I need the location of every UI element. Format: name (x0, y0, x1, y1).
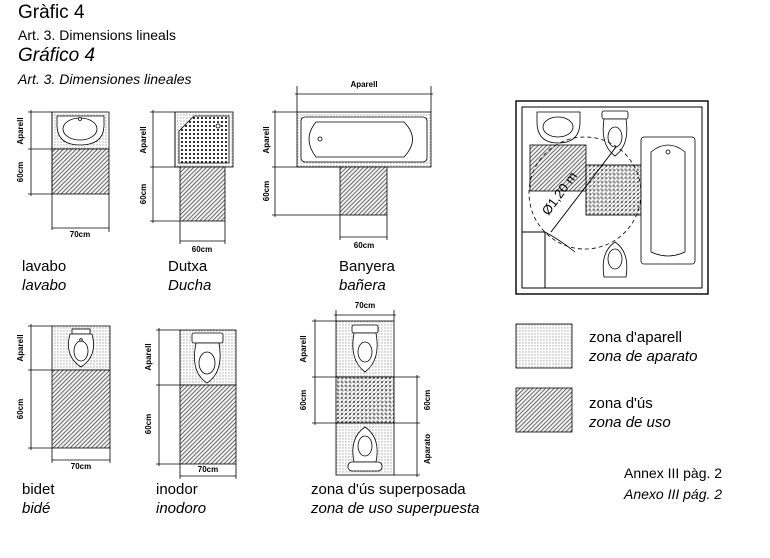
dim-lavabo-70: 70cm (70, 230, 90, 239)
dim-sup-aparato: Aparato (423, 434, 432, 464)
subtitle-es: Art. 3. Dimensiones lineales (18, 71, 192, 87)
inodor-diagram (156, 328, 237, 479)
dim-dutxa-aparell: Aparell (139, 126, 148, 153)
label-lavabo-es: lavabo (22, 277, 67, 294)
dim-dutxa-60: 60cm (139, 184, 148, 204)
title-ca: Gràfic 4 (18, 2, 85, 23)
bidet-diagram (28, 324, 111, 463)
dim-lavabo-60: 60cm (16, 162, 25, 182)
label-dutxa-es: Ducha (168, 277, 212, 294)
label-bidet-es: bidé (22, 500, 51, 517)
legend-us-es: zona de uso (589, 414, 671, 431)
dim-banyera-aparell-top: Aparell (350, 80, 377, 89)
dim-sup-60: 60cm (299, 390, 308, 410)
label-banyera-ca: Banyera (339, 258, 395, 275)
dim-banyera-60: 60cm (262, 181, 271, 201)
label-inodor-es: inodoro (156, 500, 207, 517)
dutxa-diagram (150, 110, 234, 244)
legend-aparell-ca: zona d'aparell (589, 329, 682, 346)
dim-bidet-70: 70cm (71, 462, 91, 471)
dim-banyera-aparell: Aparell (262, 126, 271, 153)
dim-sup-70: 70cm (355, 301, 375, 310)
subtitle-ca: Art. 3. Dimensions lineals (18, 27, 176, 43)
annex-ca: Annex III pàg. 2 (624, 465, 723, 481)
label-lavabo-ca: lavabo (22, 258, 67, 275)
lavabo-diagram (28, 110, 110, 232)
legend-us-ca: zona d'ús (589, 395, 653, 412)
annex-es: Anexo III pág. 2 (624, 486, 723, 502)
label-banyera-es: bañera (339, 277, 386, 294)
bathroom-plan (515, 100, 709, 295)
superposada-diagram (312, 310, 420, 477)
dim-sup-aparell: Aparell (299, 335, 308, 362)
label-dutxa-ca: Dutxa (168, 258, 208, 275)
legend-aparell-es: zona de aparato (589, 348, 698, 365)
label-bidet-ca: bidet (22, 481, 55, 498)
dim-bidet-aparell: Aparell (16, 334, 25, 361)
label-inodor-ca: inodor (156, 481, 198, 498)
dim-lavabo-aparell: Aparell (16, 117, 25, 144)
dim-bidet-60: 60cm (16, 399, 25, 419)
dim-inodor-70: 70cm (198, 465, 218, 474)
legend-aparell-swatch (515, 323, 573, 369)
dim-dutxa-60b: 60cm (192, 245, 212, 254)
dim-sup-60b: 60cm (423, 390, 432, 410)
dim-inodor-aparell: Aparell (144, 343, 153, 370)
dim-inodor-60: 60cm (144, 414, 153, 434)
dim-banyera-60b: 60cm (354, 241, 374, 250)
label-superposada-es: zona de uso superpuesta (311, 500, 480, 517)
legend-us-swatch (515, 387, 573, 433)
label-superposada-ca: zona d'ús superposada (311, 481, 466, 498)
title-es: Gráfico 4 (18, 45, 96, 66)
banyera-diagram (272, 86, 433, 240)
